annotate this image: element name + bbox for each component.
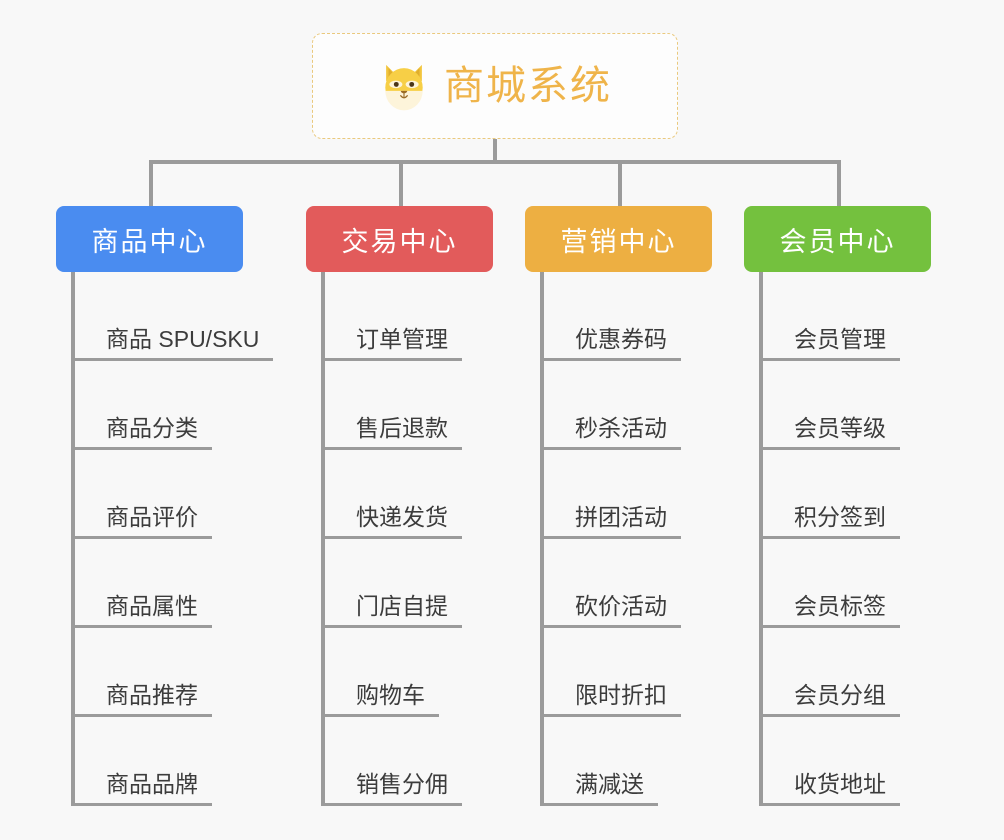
leaf-item[interactable]: 砍价活动 <box>544 539 712 628</box>
leaf-item[interactable]: 满减送 <box>544 717 712 806</box>
leaf-item[interactable]: 商品分类 <box>75 361 243 450</box>
leaf-label: 商品品牌 <box>75 771 212 806</box>
leaf-label: 门店自提 <box>325 593 462 628</box>
connector-root-stem <box>493 139 497 163</box>
leaf-item[interactable]: 限时折扣 <box>544 628 712 717</box>
connector-horizontal-bus <box>149 160 841 164</box>
leaf-item[interactable]: 秒杀活动 <box>544 361 712 450</box>
branch-header-1[interactable]: 交易中心 <box>306 206 493 272</box>
leaf-item[interactable]: 门店自提 <box>325 539 493 628</box>
leaf-label: 会员等级 <box>763 415 900 450</box>
leaf-item[interactable]: 拼团活动 <box>544 450 712 539</box>
leaf-item[interactable]: 商品 SPU/SKU <box>75 272 274 361</box>
leaf-label: 商品推荐 <box>75 682 212 717</box>
branch-items-1: 订单管理 售后退款 快递发货 门店自提 购物车 销售分佣 <box>321 272 493 806</box>
branch-items-3: 会员管理 会员等级 积分签到 会员标签 会员分组 收货地址 <box>759 272 931 806</box>
branch-header-2[interactable]: 营销中心 <box>525 206 712 272</box>
leaf-item[interactable]: 积分签到 <box>763 450 931 539</box>
branch-营销中心: 营销中心 优惠券码 秒杀活动 拼团活动 砍价活动 限时折扣 满减送 <box>525 206 712 806</box>
branch-header-3[interactable]: 会员中心 <box>744 206 931 272</box>
leaf-item[interactable]: 优惠券码 <box>544 272 712 361</box>
leaf-label: 快递发货 <box>325 504 462 539</box>
leaf-item[interactable]: 会员分组 <box>763 628 931 717</box>
leaf-item[interactable]: 售后退款 <box>325 361 493 450</box>
leaf-item[interactable]: 订单管理 <box>325 272 493 361</box>
leaf-label: 秒杀活动 <box>544 415 681 450</box>
leaf-label: 拼团活动 <box>544 504 681 539</box>
connector-drop-0 <box>149 160 153 207</box>
branch-label-0: 商品中心 <box>91 226 208 257</box>
connector-drop-3 <box>837 160 841 207</box>
leaf-label: 售后退款 <box>325 415 462 450</box>
leaf-label: 满减送 <box>544 771 658 806</box>
leaf-item[interactable]: 购物车 <box>325 628 493 717</box>
leaf-label: 积分签到 <box>763 504 900 539</box>
branch-header-0[interactable]: 商品中心 <box>56 206 243 272</box>
branch-会员中心: 会员中心 会员管理 会员等级 积分签到 会员标签 会员分组 收货地址 <box>744 206 931 806</box>
leaf-item[interactable]: 收货地址 <box>763 717 931 806</box>
leaf-label: 限时折扣 <box>544 682 681 717</box>
leaf-item[interactable]: 销售分佣 <box>325 717 493 806</box>
leaf-label: 商品分类 <box>75 415 212 450</box>
connector-drop-2 <box>618 160 622 207</box>
leaf-label: 会员标签 <box>763 593 900 628</box>
leaf-item[interactable]: 商品品牌 <box>75 717 243 806</box>
root-node[interactable]: 商城系统 <box>312 33 678 139</box>
branch-label-3: 会员中心 <box>779 226 896 257</box>
leaf-item[interactable]: 会员等级 <box>763 361 931 450</box>
leaf-label: 商品属性 <box>75 593 212 628</box>
leaf-label: 购物车 <box>325 682 439 717</box>
leaf-item[interactable]: 商品推荐 <box>75 628 243 717</box>
leaf-item[interactable]: 快递发货 <box>325 450 493 539</box>
leaf-item[interactable]: 会员标签 <box>763 539 931 628</box>
leaf-label: 商品评价 <box>75 504 212 539</box>
branch-label-1: 交易中心 <box>341 226 458 257</box>
branch-items-2: 优惠券码 秒杀活动 拼团活动 砍价活动 限时折扣 满减送 <box>540 272 712 806</box>
connector-drop-1 <box>399 160 403 207</box>
leaf-label: 会员管理 <box>763 326 900 361</box>
leaf-label: 优惠券码 <box>544 326 681 361</box>
leaf-label: 会员分组 <box>763 682 900 717</box>
leaf-item[interactable]: 会员管理 <box>763 272 931 361</box>
leaf-label: 砍价活动 <box>544 593 681 628</box>
leaf-item[interactable]: 商品评价 <box>75 450 243 539</box>
root-title: 商城系统 <box>444 64 612 108</box>
shiba-dog-face-icon <box>385 64 423 111</box>
leaf-label: 收货地址 <box>763 771 900 806</box>
branch-交易中心: 交易中心 订单管理 售后退款 快递发货 门店自提 购物车 销售分佣 <box>306 206 493 806</box>
branch-label-2: 营销中心 <box>560 226 677 257</box>
leaf-label: 商品 SPU/SKU <box>75 326 274 361</box>
leaf-label: 销售分佣 <box>325 771 462 806</box>
branch-items-0: 商品 SPU/SKU 商品分类 商品评价 商品属性 商品推荐 商品品牌 <box>71 272 274 806</box>
leaf-label: 订单管理 <box>325 326 462 361</box>
branch-商品中心: 商品中心 商品 SPU/SKU 商品分类 商品评价 商品属性 商品推荐 商品品牌 <box>56 206 274 806</box>
leaf-item[interactable]: 商品属性 <box>75 539 243 628</box>
